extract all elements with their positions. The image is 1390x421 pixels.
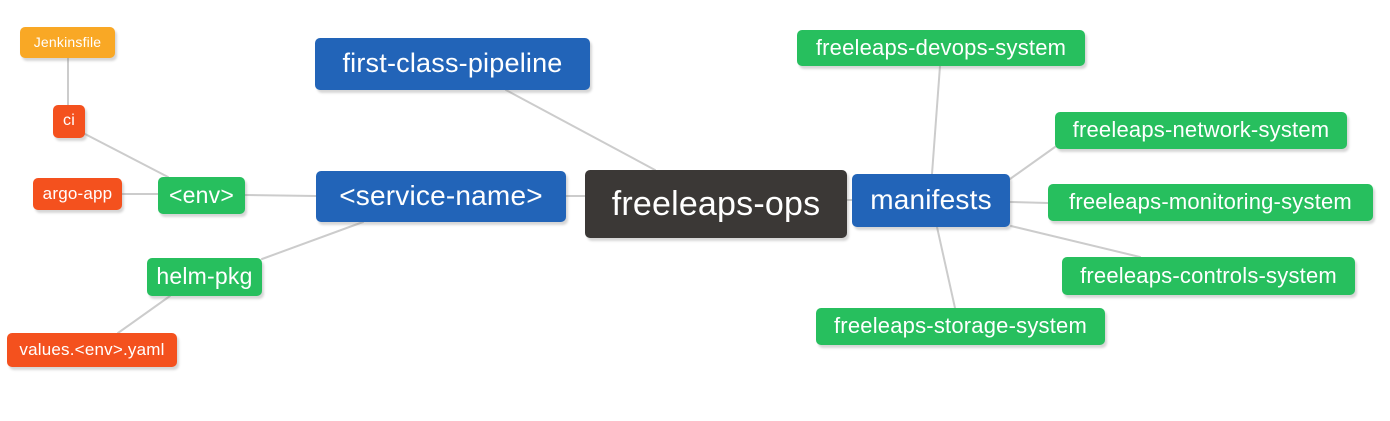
edge-manifests-freeleaps-storage-system — [936, 226, 956, 309]
mindmap-node-manifests[interactable]: manifests — [852, 174, 1010, 227]
mindmap-node-values-env-yaml[interactable]: values.<env>.yaml — [7, 333, 177, 367]
mindmap-node-first-class-pipeline[interactable]: first-class-pipeline — [315, 38, 590, 90]
node-label: argo-app — [42, 184, 113, 203]
mindmap-node-helm-pkg[interactable]: helm-pkg — [147, 258, 262, 296]
edge-manifests-freeleaps-devops-system — [931, 65, 941, 175]
mindmap-node-argo-app[interactable]: argo-app — [33, 178, 122, 210]
mindmap-node-env[interactable]: <env> — [158, 177, 245, 214]
node-label: <service-name> — [339, 180, 543, 211]
edge-manifests-freeleaps-monitoring-system — [1009, 201, 1049, 204]
edge-env-service-name — [244, 194, 317, 197]
mindmap-node-freeleaps-controls-system[interactable]: freeleaps-controls-system — [1062, 257, 1355, 295]
edge-manifests-freeleaps-controls-system — [1010, 225, 1141, 258]
node-label: <env> — [169, 181, 234, 208]
node-label: freeleaps-network-system — [1072, 117, 1330, 142]
mindmap-node-jenkinsfile[interactable]: Jenkinsfile — [20, 27, 115, 58]
node-label: freeleaps-controls-system — [1080, 262, 1337, 288]
mindmap-node-freeleaps-monitoring-system[interactable]: freeleaps-monitoring-system — [1048, 184, 1373, 221]
node-label: Jenkinsfile — [33, 34, 102, 50]
edge-helm-pkg-service-name — [261, 221, 364, 260]
node-label: manifests — [870, 184, 992, 215]
node-label: first-class-pipeline — [342, 48, 563, 78]
edge-manifests-freeleaps-network-system — [1009, 146, 1056, 180]
edge-first-class-pipeline-freeleaps-ops — [505, 89, 656, 171]
mindmap-node-ci[interactable]: ci — [53, 105, 85, 138]
mindmap-node-freeleaps-devops-system[interactable]: freeleaps-devops-system — [797, 30, 1085, 66]
node-label: freeleaps-storage-system — [833, 313, 1087, 338]
mindmap-node-service-name[interactable]: <service-name> — [316, 171, 566, 222]
node-label: ci — [63, 112, 75, 129]
mindmap-node-freeleaps-storage-system[interactable]: freeleaps-storage-system — [816, 308, 1105, 345]
mindmap-node-freeleaps-network-system[interactable]: freeleaps-network-system — [1055, 112, 1347, 149]
edge-values-env-yaml-helm-pkg — [117, 295, 171, 334]
edge-ci-env — [84, 133, 169, 178]
mindmap-node-freeleaps-ops[interactable]: freeleaps-ops — [585, 170, 847, 238]
node-label: freeleaps-monitoring-system — [1069, 189, 1352, 214]
node-label: values.<env>.yaml — [19, 340, 165, 359]
node-label: helm-pkg — [156, 263, 253, 289]
node-label: freeleaps-devops-system — [815, 34, 1067, 60]
node-label: freeleaps-ops — [611, 184, 821, 223]
